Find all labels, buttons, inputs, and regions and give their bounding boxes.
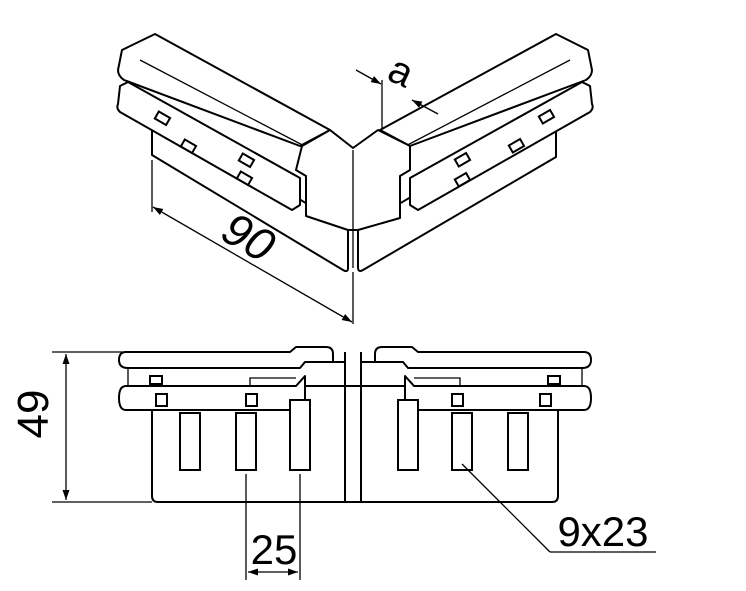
slot [153, 110, 172, 127]
front-hole [155, 393, 168, 407]
front-left-upper-rail [118, 346, 334, 369]
slot [453, 171, 472, 188]
front-slot-top [149, 375, 163, 385]
slot [507, 137, 526, 154]
isometric-view: 90 a [116, 33, 594, 324]
slot [237, 152, 256, 169]
front-right-clip-line [414, 377, 461, 386]
dim-a-arrow-left [355, 69, 382, 85]
dim-49-label: 49 [9, 390, 58, 439]
vertical-slot [235, 412, 257, 471]
front-left-lower-rail [118, 375, 306, 411]
vertical-slot [179, 412, 201, 471]
vertical-slot [289, 399, 311, 471]
vertical-slot [451, 412, 473, 471]
slot [235, 170, 254, 187]
vertical-slot [397, 399, 419, 471]
slot [179, 138, 198, 155]
dim-a-label: a [382, 47, 421, 97]
slot-size-label: 9x23 [557, 508, 648, 555]
slot [453, 151, 472, 168]
dim-25-label: 25 [251, 526, 298, 573]
slot [537, 108, 556, 125]
front-right-upper-rail [374, 346, 592, 369]
front-hole [451, 393, 464, 407]
front-hole [539, 393, 552, 407]
front-right-lower-rail [404, 375, 592, 411]
dim-90-line [152, 206, 353, 323]
slot-size-leader [461, 463, 551, 553]
dim-a-arrow-right [411, 99, 439, 115]
right-rail-edge [397, 59, 571, 151]
vertical-slot [507, 412, 529, 471]
front-view: 49 25 9x23 [9, 346, 656, 580]
front-hole [245, 393, 258, 407]
left-rail-edge [139, 59, 313, 151]
front-slot-top [547, 375, 561, 385]
front-left-clip-line [249, 377, 296, 386]
